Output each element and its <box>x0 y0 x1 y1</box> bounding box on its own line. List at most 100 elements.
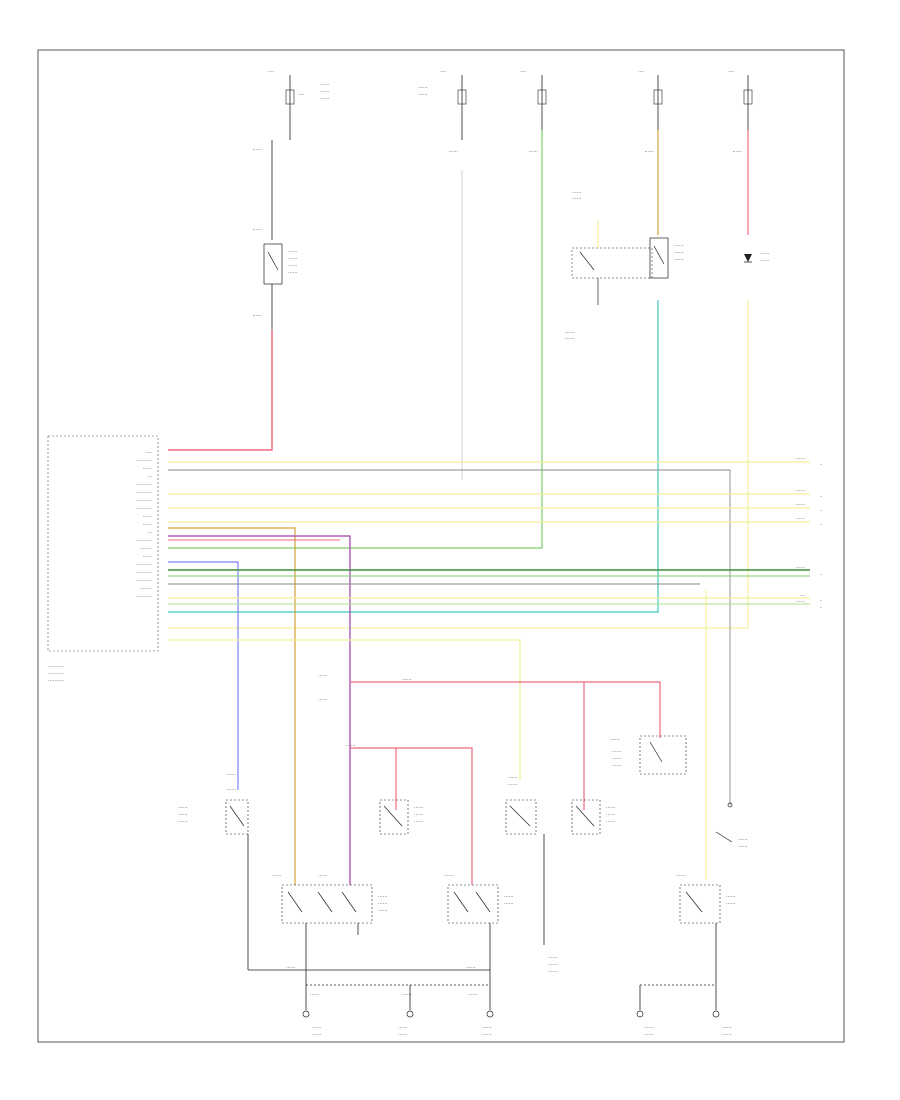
svg-text:......: ...... <box>398 1031 408 1037</box>
switch-left: ...... ...... ...... ...... ...... <box>178 771 249 835</box>
svg-text:.: . <box>820 520 822 527</box>
svg-text:......: ...... <box>722 1031 732 1037</box>
svg-text:......: ...... <box>644 1031 654 1037</box>
svg-text:......: ...... <box>738 836 748 842</box>
svg-text:.: . <box>820 460 822 467</box>
svg-text:......: ...... <box>760 257 770 263</box>
svg-text:......: ...... <box>504 900 514 906</box>
svg-text:...: ... <box>147 529 152 535</box>
svg-text:......: ...... <box>572 195 582 201</box>
motor-4: ...... ...... <box>636 1010 654 1037</box>
svg-text:......: ...... <box>142 465 152 471</box>
svg-text:......: ...... <box>418 84 428 90</box>
wire-yellow-h15 <box>168 639 521 780</box>
svg-text:......: ...... <box>288 262 298 268</box>
wire-purple-h7 <box>168 535 351 885</box>
svg-text:......: ...... <box>414 811 424 817</box>
svg-text:......: ...... <box>644 1024 654 1030</box>
switch-right: ...... ...... <box>715 802 748 849</box>
svg-text:......: ...... <box>644 148 654 154</box>
svg-text:..........: .......... <box>48 677 64 683</box>
svg-text:......: ...... <box>674 242 684 248</box>
svg-text:......: ...... <box>565 329 575 335</box>
svg-text:......: ...... <box>318 672 328 678</box>
wire-red-drop-2 <box>350 747 473 885</box>
svg-text:......: ...... <box>178 818 188 824</box>
svg-text:......: ...... <box>272 872 282 878</box>
svg-text:....: .... <box>440 68 447 74</box>
wire-red-bus <box>350 681 661 738</box>
motor-2: ...... ...... <box>398 1010 414 1037</box>
right-wire-labels: ...... ...... ...... ...... ...... ... .… <box>795 455 822 610</box>
svg-text:..........: .......... <box>136 569 152 575</box>
svg-text:..........: .......... <box>48 663 64 669</box>
svg-text:..........: .......... <box>136 593 152 599</box>
svg-text:......: ...... <box>528 148 538 154</box>
svg-text:......: ...... <box>548 961 558 967</box>
switch-mid-left: ...... ...... ...... <box>379 799 424 835</box>
svg-text:.: . <box>820 492 822 499</box>
svg-text:....: .... <box>268 68 275 74</box>
svg-text:......: ...... <box>312 1031 322 1037</box>
svg-text:......: ...... <box>178 811 188 817</box>
motor-1: ...... ...... <box>302 1010 322 1037</box>
svg-text:......: ...... <box>142 513 152 519</box>
svg-text:......: ...... <box>288 255 298 261</box>
svg-text:......: ...... <box>448 148 458 154</box>
svg-text:......: ...... <box>795 515 805 521</box>
svg-text:......: ...... <box>398 1024 408 1030</box>
power-source-5: .... <box>728 68 753 140</box>
svg-text:......: ...... <box>288 269 298 275</box>
svg-text:......: ...... <box>795 501 805 507</box>
svg-text:......: ...... <box>548 954 558 960</box>
svg-text:......: ...... <box>318 696 328 702</box>
svg-text:......: ...... <box>310 991 320 997</box>
svg-text:......: ...... <box>676 872 686 878</box>
svg-text:......: ...... <box>732 148 742 154</box>
wire-orange-h6 <box>168 527 296 885</box>
relay-4: ...... ...... ...... <box>649 237 684 279</box>
svg-text:......: ...... <box>286 964 296 970</box>
svg-text:..........: .......... <box>136 577 152 583</box>
power-source-1: .... .... ...... ...... ...... <box>268 68 330 140</box>
motor-5: ...... ...... <box>712 1010 732 1037</box>
lower-ground-wiring <box>247 834 717 1010</box>
svg-text:......: ...... <box>795 487 805 493</box>
svg-text:......: ...... <box>414 804 424 810</box>
svg-text:..........: .......... <box>48 670 64 676</box>
svg-text:......: ...... <box>606 818 616 824</box>
module-pin-labels: .... .......... ...... ... .......... ..… <box>136 449 152 599</box>
svg-text:......: ...... <box>418 91 428 97</box>
relay-lower-mid: ...... ...... ...... <box>444 872 514 924</box>
svg-text:......: ...... <box>482 1024 492 1030</box>
svg-text:......: ...... <box>508 774 518 780</box>
diagram-frame <box>37 49 845 1043</box>
svg-text:..........: .......... <box>136 561 152 567</box>
svg-text:......: ...... <box>795 598 805 604</box>
svg-text:......: ...... <box>318 872 328 878</box>
svg-text:......: ...... <box>468 991 478 997</box>
svg-text:.: . <box>820 596 822 603</box>
svg-text:......: ...... <box>226 771 236 777</box>
svg-text:......: ...... <box>378 893 388 899</box>
svg-text:..........: .......... <box>136 481 152 487</box>
svg-text:......: ...... <box>795 455 805 461</box>
svg-text:......: ...... <box>606 804 616 810</box>
svg-text:......: ...... <box>722 1024 732 1030</box>
svg-text:......: ...... <box>312 1024 322 1030</box>
svg-text:.: . <box>820 506 822 513</box>
switch-mid: ...... ...... <box>505 774 537 835</box>
svg-text:......: ...... <box>320 81 330 87</box>
svg-text:........: ........ <box>139 585 152 591</box>
svg-text:......: ...... <box>320 88 330 94</box>
relay-lower-right: ...... ...... ...... <box>676 872 736 924</box>
svg-text:..........: .......... <box>136 457 152 463</box>
svg-text:......: ...... <box>606 811 616 817</box>
svg-text:......: ...... <box>142 553 152 559</box>
svg-text:......: ...... <box>402 676 412 682</box>
svg-text:..........: .......... <box>136 537 152 543</box>
control-module: .... .......... ...... ... .......... ..… <box>47 435 159 683</box>
svg-text:....: .... <box>728 68 735 74</box>
svg-text:......: ...... <box>612 762 622 768</box>
